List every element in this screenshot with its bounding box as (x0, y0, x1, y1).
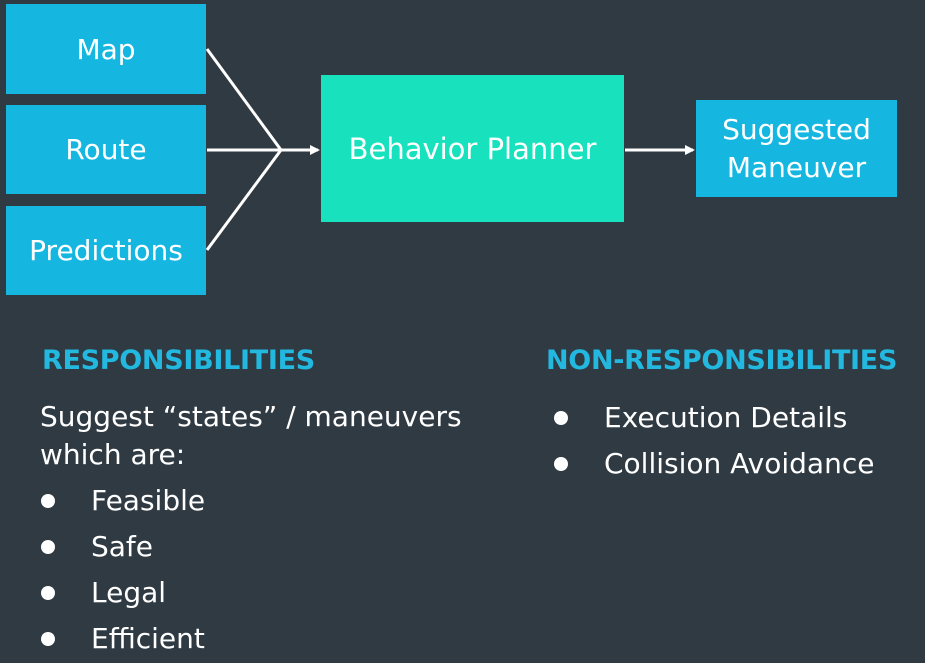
responsibilities-description-line2: which are: (40, 438, 186, 471)
bullet-icon (554, 457, 568, 471)
responsibilities-description: Suggest “states” / maneuvers which are: (40, 398, 462, 474)
suggested-maneuver-label-line1: Suggested (722, 112, 871, 146)
map-connector (205, 48, 283, 151)
list-item-text: Collision Avoidance (604, 447, 875, 480)
bullet-icon (554, 411, 568, 425)
map-label: Map (76, 32, 136, 66)
list-item-text: Efficient (91, 622, 205, 655)
list-item-text: Safe (91, 530, 154, 563)
predictions-box: Predictions (6, 206, 206, 295)
responsibilities-list: Feasible Safe Legal Efficient (40, 478, 205, 662)
route-label: Route (65, 133, 147, 166)
bullet-icon (41, 540, 55, 554)
bullet-icon (41, 586, 55, 600)
non-responsibilities-list: Execution Details Collision Avoidance (554, 395, 874, 487)
list-item: Safe (40, 524, 205, 570)
responsibilities-description-line1: Suggest “states” / maneuvers (40, 400, 462, 433)
suggested-maneuver-box: Suggested Maneuver (696, 100, 897, 197)
list-item-text: Feasible (91, 484, 206, 517)
list-item-text: Legal (91, 576, 167, 609)
predictions-connector (205, 149, 283, 251)
route-box: Route (6, 105, 206, 194)
list-item: Feasible (40, 478, 205, 524)
behavior-planner-box: Behavior Planner (321, 75, 624, 222)
behavior-planner-label: Behavior Planner (348, 131, 597, 166)
bullet-icon (41, 494, 55, 508)
bullet-icon (41, 632, 55, 646)
non-responsibilities-heading: NON-RESPONSIBILITIES (546, 345, 898, 376)
list-item-text: Execution Details (604, 401, 848, 434)
map-box: Map (6, 4, 206, 94)
list-item: Execution Details (554, 395, 874, 441)
list-item: Collision Avoidance (554, 441, 874, 487)
suggested-maneuver-label-line2: Maneuver (726, 150, 867, 184)
predictions-label: Predictions (29, 234, 183, 267)
responsibilities-heading: RESPONSIBILITIES (42, 345, 315, 376)
list-item: Legal (40, 570, 205, 616)
list-item: Efficient (40, 616, 205, 662)
